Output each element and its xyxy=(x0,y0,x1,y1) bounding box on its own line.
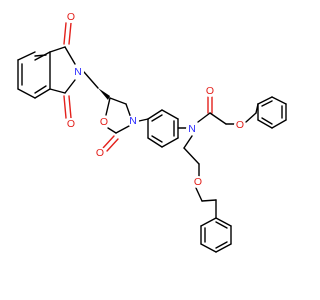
central-phenyl-ring xyxy=(147,109,187,148)
bond xyxy=(49,88,66,94)
bond xyxy=(201,199,217,202)
bond xyxy=(195,187,203,202)
bond xyxy=(83,71,99,89)
label-bg xyxy=(72,66,84,78)
bond xyxy=(17,51,36,61)
bond xyxy=(215,217,232,227)
bond xyxy=(34,88,51,99)
imide-ring xyxy=(49,22,76,119)
label-bg xyxy=(65,118,77,130)
bond-inner xyxy=(261,117,273,125)
bond xyxy=(147,137,163,148)
label-bg xyxy=(127,115,139,127)
bond-inner xyxy=(261,100,273,107)
bond xyxy=(197,112,211,123)
oxygen-label-amide: O xyxy=(206,85,214,97)
label-bg xyxy=(234,119,246,131)
amide-chain xyxy=(183,96,259,202)
bond xyxy=(102,135,115,149)
bond xyxy=(138,118,149,122)
bond xyxy=(271,119,287,129)
lower-benzyl-phenyl xyxy=(200,199,232,253)
upper-benzyl-phenyl xyxy=(257,96,287,129)
molecule-structure: O N O N O O N O O O xyxy=(17,11,287,253)
label-bg xyxy=(65,11,77,23)
label-bg xyxy=(204,85,216,97)
structure-svg: O N O N O O N O O O xyxy=(17,11,287,253)
bond xyxy=(200,243,217,253)
bond xyxy=(245,112,257,123)
oxazolidinone-ring xyxy=(83,71,149,152)
bond-inner xyxy=(215,241,228,249)
label-bg xyxy=(186,123,198,135)
nitrogen-label-phthalimide: N xyxy=(74,66,82,78)
bond xyxy=(115,125,130,134)
oxygen-label-phthalimide-bottom: O xyxy=(67,118,75,130)
bond xyxy=(64,46,76,65)
bond xyxy=(183,147,200,165)
bond xyxy=(161,137,179,148)
label-bg xyxy=(192,176,204,188)
bond-inner xyxy=(34,85,47,94)
bond xyxy=(106,138,119,152)
label-bg xyxy=(98,116,110,128)
bond xyxy=(125,103,132,119)
bond xyxy=(257,119,273,129)
oxygen-label-ether-lower: O xyxy=(194,176,202,188)
bond-inner xyxy=(215,221,228,229)
atom-labels: O N O N O O N O O O xyxy=(65,11,246,188)
nitrogen-label-oxazolidinone: N xyxy=(129,115,137,127)
bond xyxy=(183,135,193,149)
bond xyxy=(63,22,67,45)
bond xyxy=(271,96,287,105)
oxygen-label-phthalimide-top: O xyxy=(67,11,75,23)
stereo-wedge xyxy=(98,88,110,100)
bond xyxy=(109,97,127,105)
nitrogen-label-amide: N xyxy=(188,123,196,135)
bond xyxy=(215,243,232,253)
bond xyxy=(68,22,72,45)
bond xyxy=(161,109,179,120)
bond xyxy=(68,95,72,119)
oxygen-label-ring: O xyxy=(100,116,108,128)
bond xyxy=(64,79,76,94)
oxygen-label-carbonyl: O xyxy=(96,147,104,159)
bond xyxy=(105,97,111,116)
bond-inner xyxy=(151,114,163,122)
bond-inner xyxy=(151,135,163,143)
bond xyxy=(107,127,117,134)
bond-inner xyxy=(34,54,47,57)
bond xyxy=(147,109,163,120)
bond xyxy=(63,95,67,119)
oxygen-label-ether-upper: O xyxy=(236,119,244,131)
bond xyxy=(257,96,273,105)
bond xyxy=(209,112,227,125)
bond xyxy=(17,88,36,99)
bond xyxy=(200,217,217,227)
phthalimide-benzene-ring xyxy=(17,51,51,99)
bond xyxy=(49,46,66,53)
label-bg xyxy=(94,147,106,159)
